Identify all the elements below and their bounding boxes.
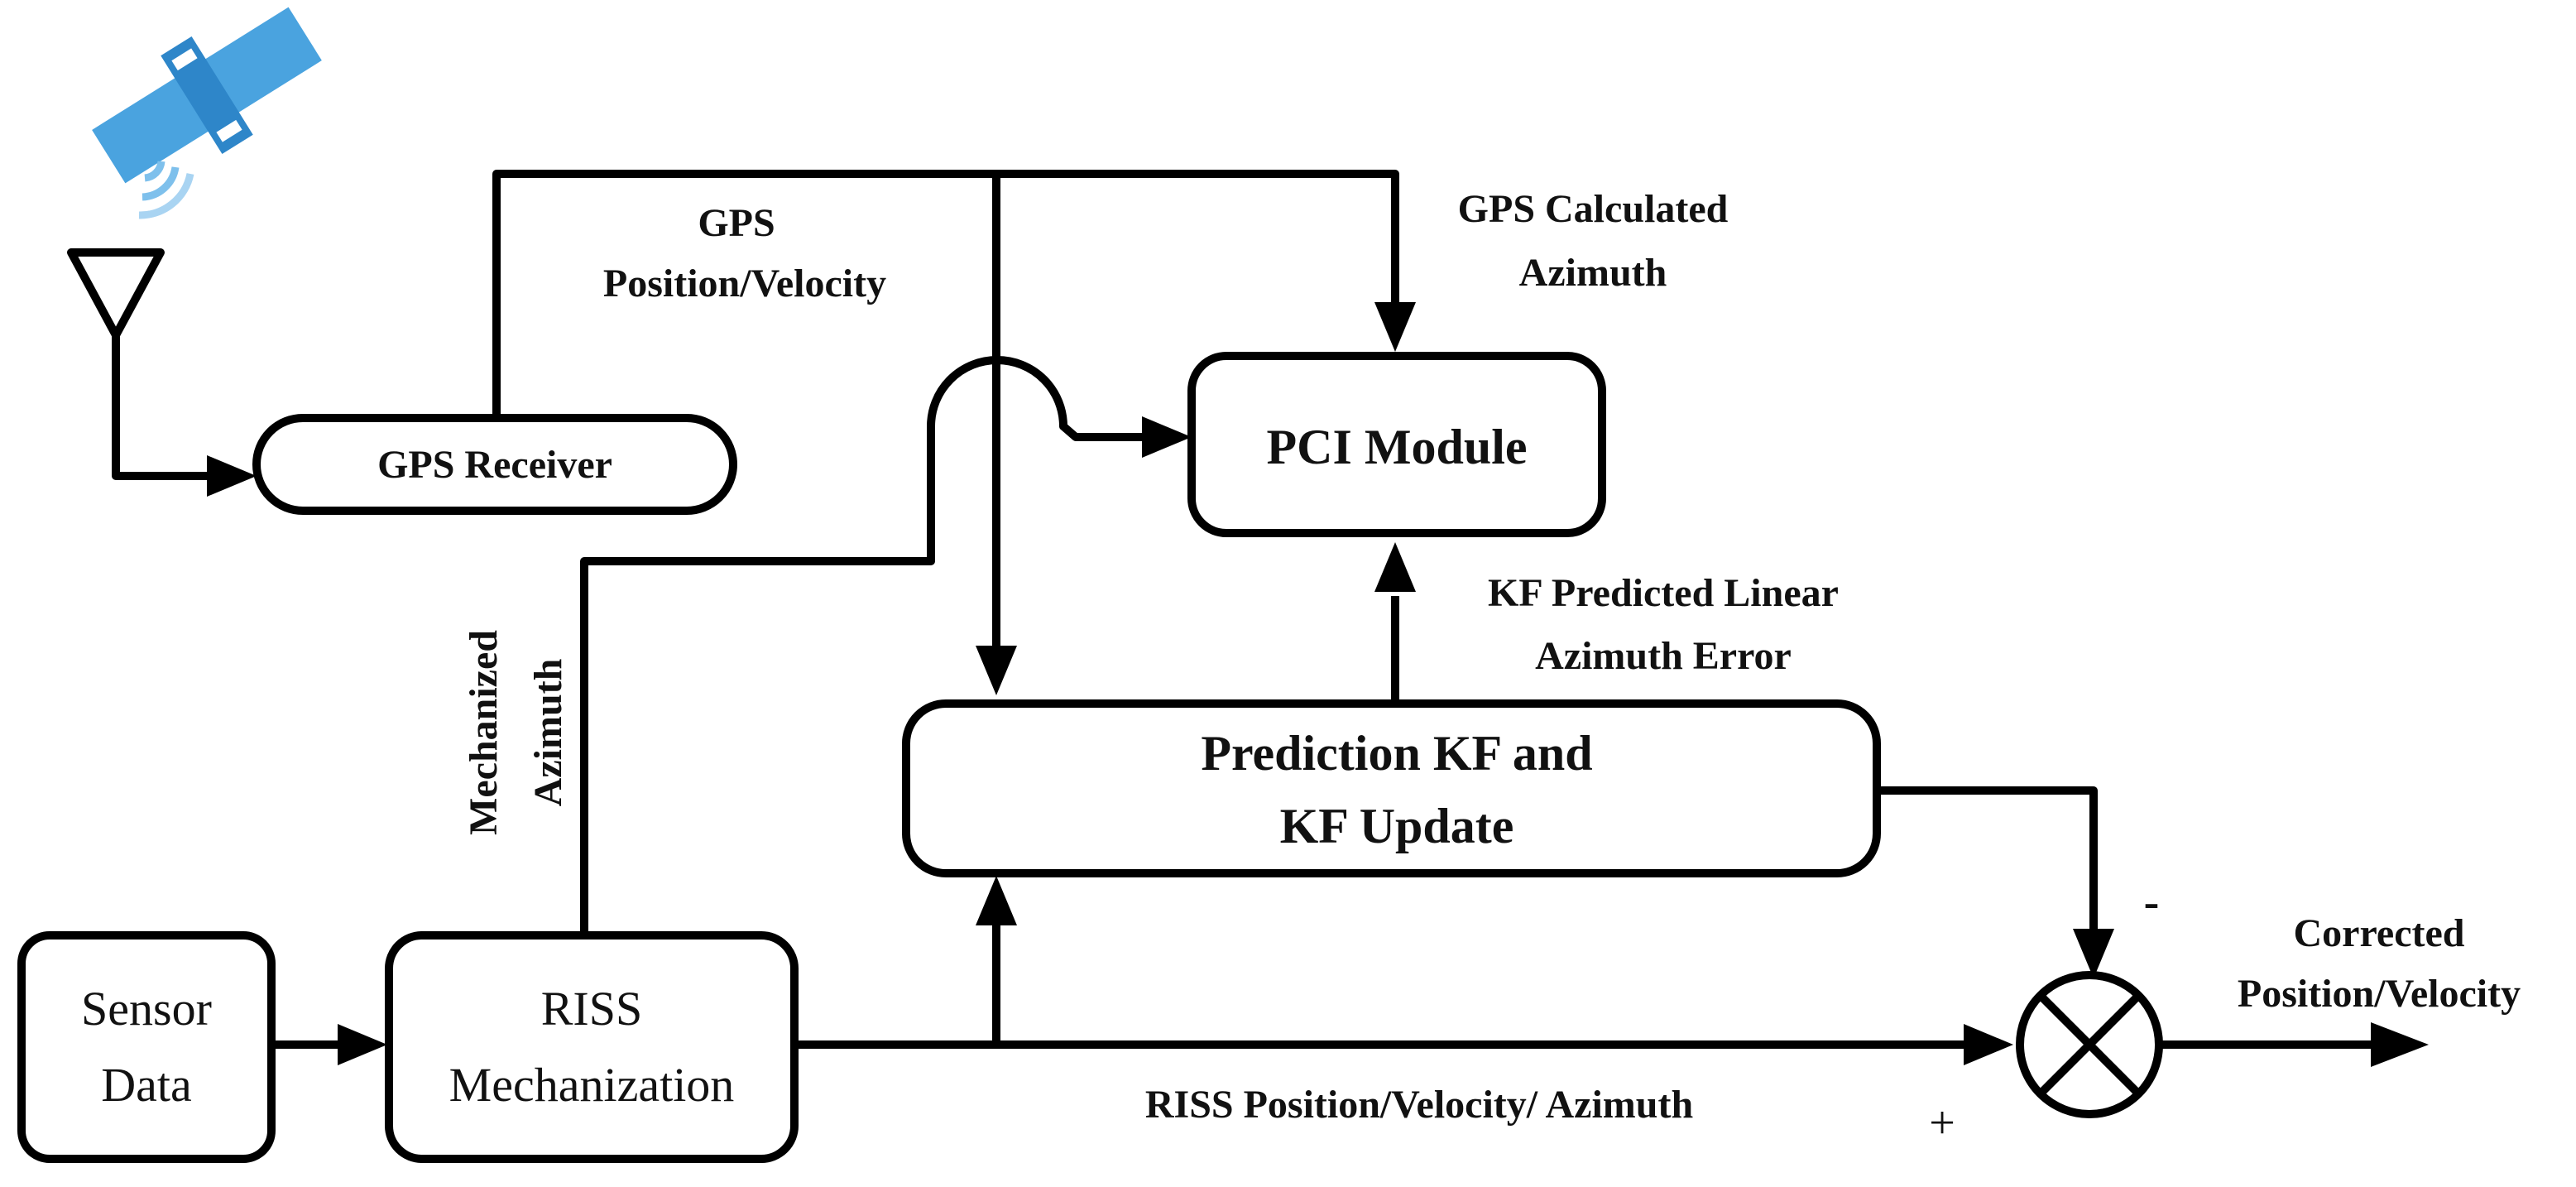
riss-label-2: Mechanization	[449, 1058, 735, 1112]
pci-module-label: PCI Module	[1267, 420, 1528, 474]
sensor-data-label-2: Data	[101, 1058, 192, 1112]
arrowhead-pci-left	[1142, 416, 1192, 458]
satellite-icon	[92, 7, 322, 219]
arrowhead-gps-receiver	[207, 455, 257, 497]
arrowhead-sum-left	[1964, 1024, 2013, 1065]
summing-junction-icon	[2016, 971, 2163, 1118]
arrowhead-kf-top	[976, 646, 1017, 695]
pci-module-block: PCI Module	[1187, 352, 1606, 537]
minus-sign: -	[2144, 877, 2160, 928]
gps-pos-vel-label-1: GPS	[698, 201, 775, 245]
mech-azimuth-label-2: Azimuth	[526, 659, 570, 807]
gps-azimuth-label-2: Azimuth	[1519, 251, 1667, 295]
mechanized-azimuth-label: Mechanized Azimuth	[462, 630, 570, 835]
corrected-label-1: Corrected	[2294, 911, 2465, 955]
mech-azimuth-label-1: Mechanized	[462, 630, 506, 835]
sensor-data-label-1: Sensor	[81, 982, 212, 1036]
kf-label-2: KF Update	[1280, 799, 1514, 853]
corrected-label-2: Position/Velocity	[2238, 972, 2521, 1016]
kf-label-1: Prediction KF and	[1201, 726, 1592, 781]
arrowhead-kf-bottom	[976, 876, 1017, 925]
arrowhead-pci-bottom	[1374, 542, 1416, 592]
antenna-icon	[67, 248, 165, 339]
gps-receiver-label: GPS Receiver	[377, 443, 612, 487]
riss-output-label: RISS Position/Velocity/ Azimuth	[1145, 1083, 1693, 1127]
arrowhead-riss	[338, 1024, 387, 1065]
arrowhead-pci-top	[1374, 302, 1416, 352]
gps-azimuth-label-1: GPS Calculated	[1458, 187, 1729, 231]
kf-block: Prediction KF and KF Update	[902, 699, 1881, 877]
gps-pos-vel-label-2: Position/Velocity	[603, 262, 886, 305]
wire-antenna-to-gps	[112, 335, 215, 480]
kf-error-label-2: Azimuth Error	[1535, 634, 1792, 678]
arrowhead-output	[2371, 1022, 2429, 1067]
riss-label-1: RISS	[541, 982, 643, 1036]
connections	[112, 170, 2429, 1067]
riss-mechanization-block: RISS Mechanization	[385, 931, 799, 1163]
kf-error-label-1: KF Predicted Linear	[1488, 571, 1839, 615]
wire-kf-to-sum	[1877, 786, 2098, 931]
arrowhead-sum-top	[2073, 929, 2114, 978]
wire-gps-bus	[492, 170, 1399, 414]
sensor-data-block: Sensor Data	[17, 931, 276, 1163]
gps-receiver-block: GPS Receiver	[252, 414, 737, 515]
plus-sign: +	[1929, 1098, 1955, 1149]
wire-mech-azimuth	[580, 356, 1142, 935]
